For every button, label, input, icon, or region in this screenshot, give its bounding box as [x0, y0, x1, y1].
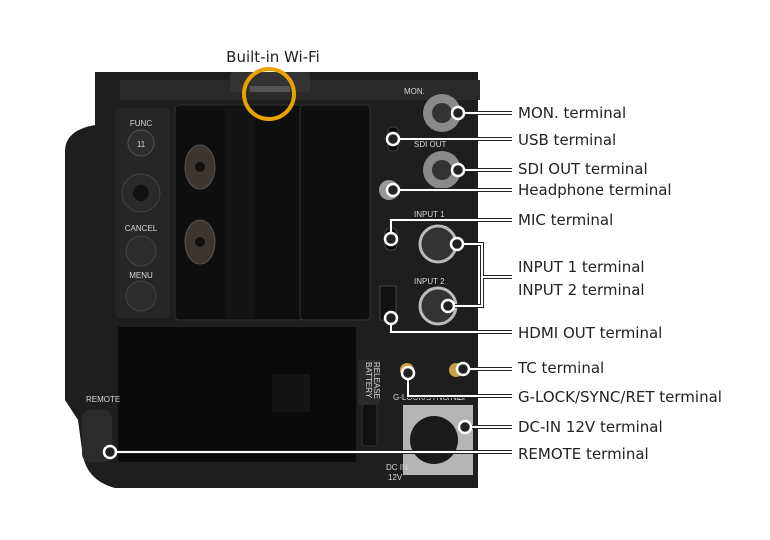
input1-marking: INPUT 1 [414, 210, 445, 219]
battery-marking: BATTERY [364, 362, 373, 399]
input2-terminal-label: INPUT 2 terminal [518, 281, 645, 299]
remote-terminal-label: REMOTE terminal [518, 445, 649, 463]
wifi-label: Built-in Wi-Fi [226, 48, 320, 66]
headphone-terminal-label: Headphone terminal [518, 181, 672, 199]
usb-terminal-label: USB terminal [518, 131, 616, 149]
dcin-12v-marking: 12V [388, 473, 403, 482]
sdi-out-marking: SDI OUT [414, 140, 447, 149]
dcin-marking: DC IN [386, 463, 408, 472]
mon-terminal-label: MON. terminal [518, 104, 626, 122]
callout-labels: MON. terminal USB terminal SDI OUT termi… [517, 104, 722, 463]
func-number: 11 [137, 140, 146, 149]
menu-marking: MENU [129, 271, 153, 280]
camera-body [65, 72, 480, 488]
callout-lines [102, 105, 512, 460]
hdmi-out-terminal-label: HDMI OUT terminal [518, 324, 662, 342]
mic-terminal-label: MIC terminal [518, 211, 613, 229]
glock-terminal-label: G-LOCK/SYNC/RET terminal [518, 388, 722, 406]
release-marking: RELEASE [372, 362, 381, 399]
tc-terminal-label: TC terminal [517, 359, 604, 377]
sdi-out-terminal-label: SDI OUT terminal [518, 160, 648, 178]
dc-in-terminal-label: DC-IN 12V terminal [518, 418, 663, 436]
wifi-highlight-ring [242, 67, 296, 121]
cancel-marking: CANCEL [125, 224, 158, 233]
input2-marking: INPUT 2 [414, 277, 445, 286]
input1-terminal-label: INPUT 1 terminal [518, 258, 645, 276]
remote-marking: REMOTE [86, 395, 120, 404]
func-marking: FUNC [130, 119, 152, 128]
mon-marking: MON. [404, 87, 425, 96]
